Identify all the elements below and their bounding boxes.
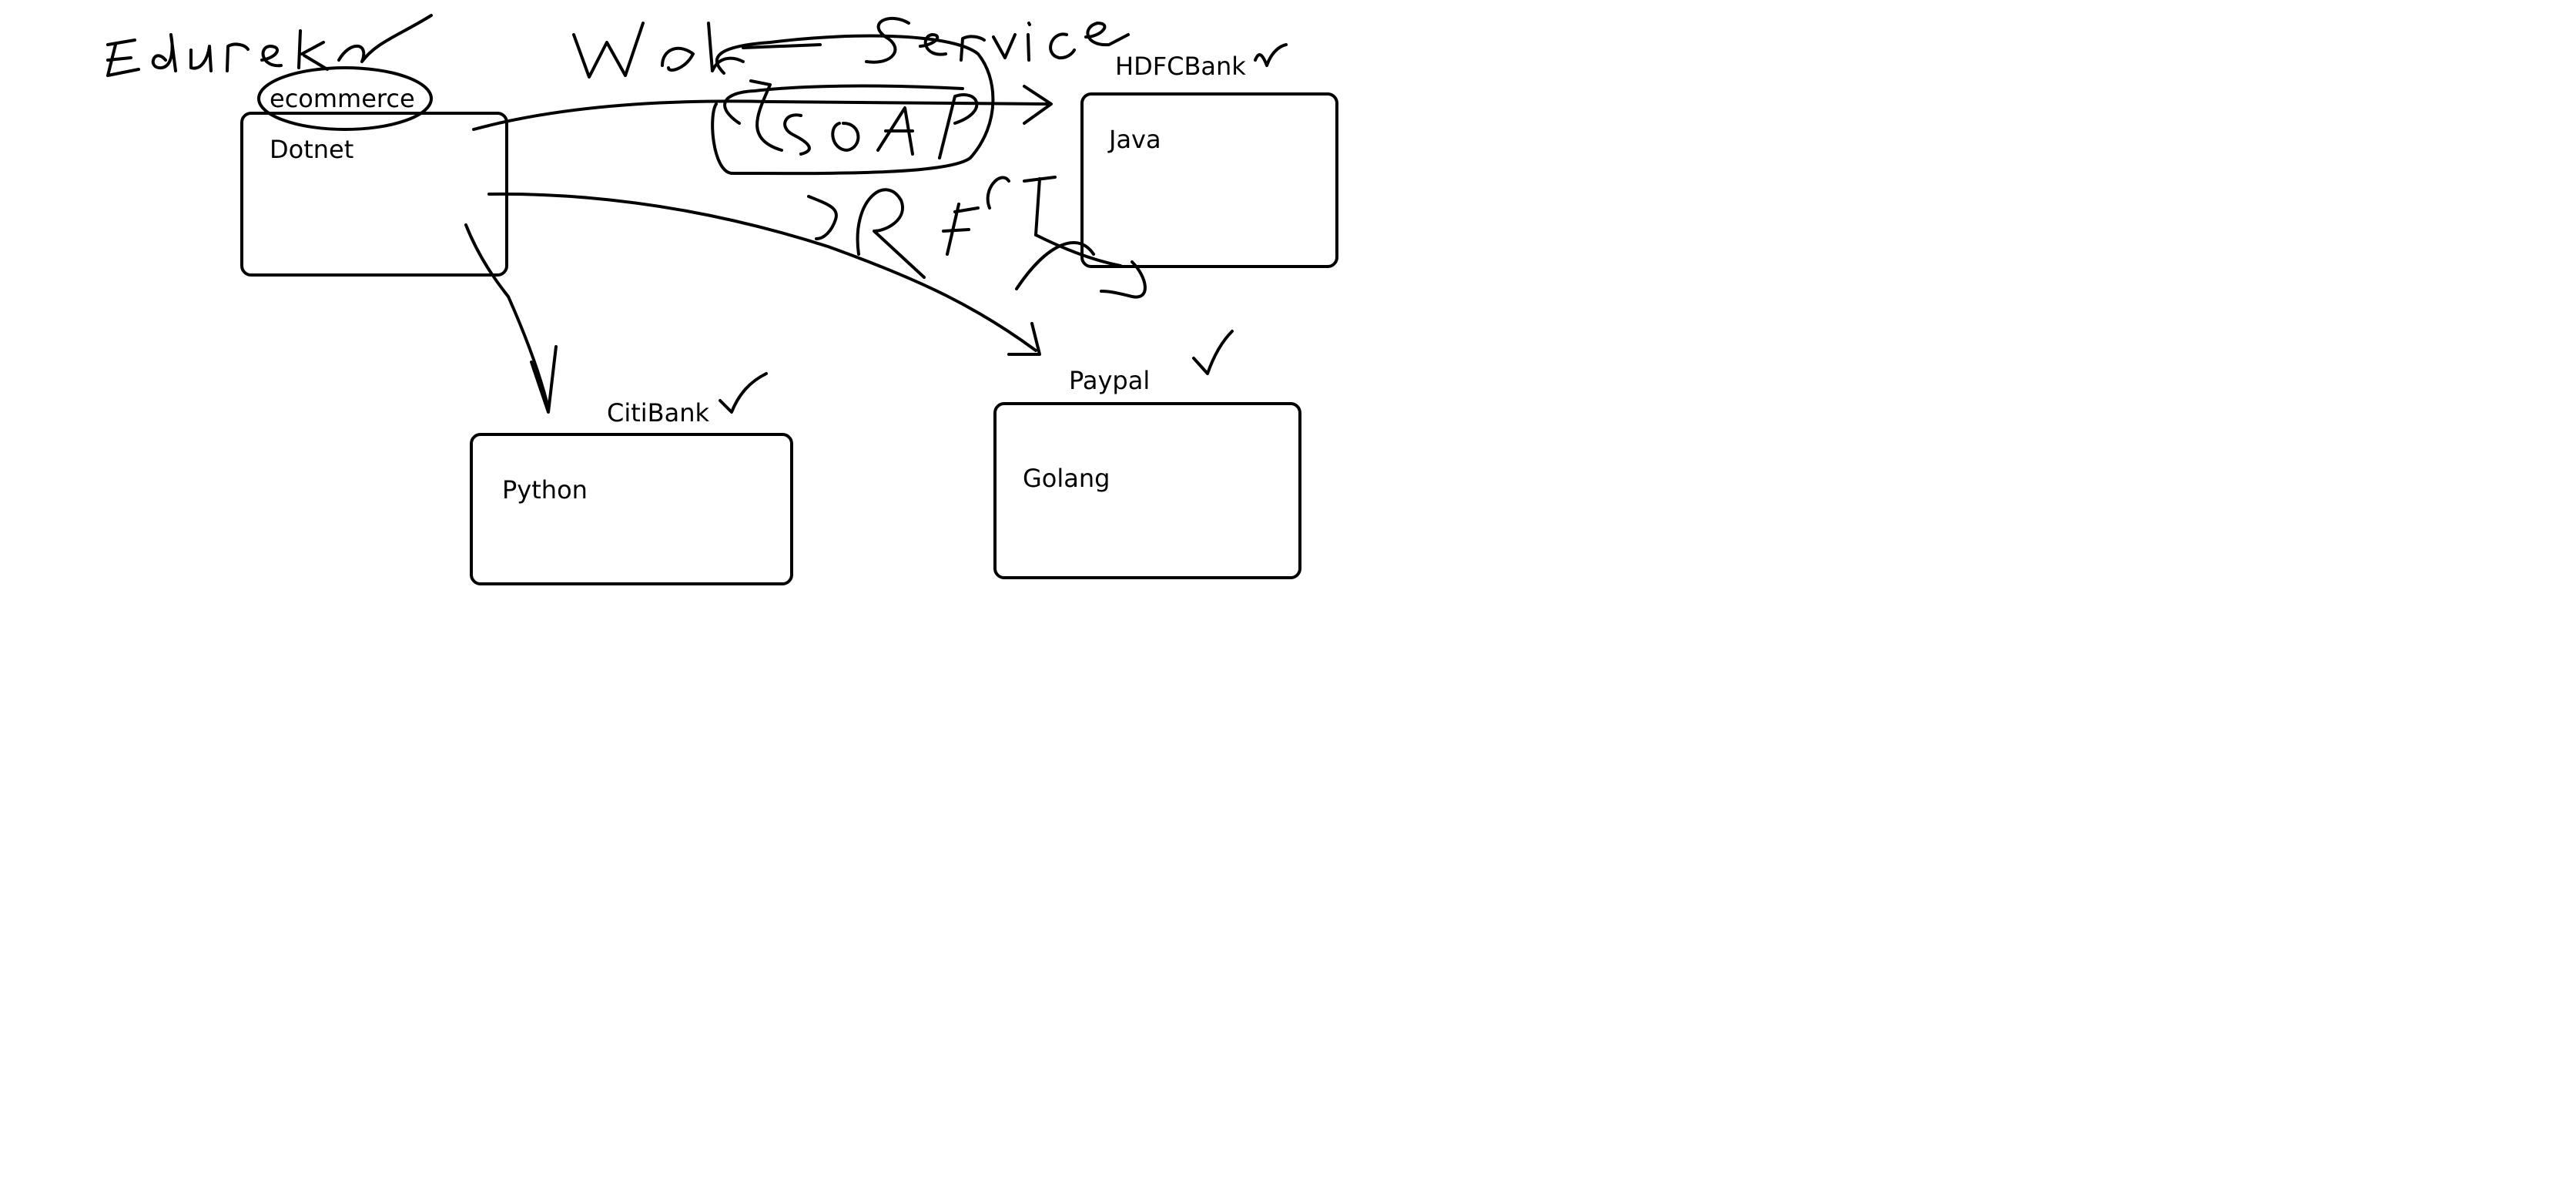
node-header-paypal: Paypal <box>1069 366 1151 395</box>
handwritten-rest <box>807 176 1057 279</box>
node-header-ecommerce: ecommerce <box>270 84 415 113</box>
node-body-python: Python <box>502 475 588 505</box>
check-mark-hdfcbank <box>1254 43 1288 67</box>
node-box-dotnet <box>240 112 508 277</box>
check-mark-citibank <box>719 372 768 414</box>
node-body-dotnet: Dotnet <box>270 135 354 164</box>
handwritten-web-service <box>572 16 1130 79</box>
node-box-golang <box>993 402 1301 579</box>
handwritten-edureka <box>106 14 433 77</box>
arrow-dotnet-to-paypal <box>487 192 1041 356</box>
node-box-python <box>470 433 793 585</box>
handwritten-soap <box>711 34 995 176</box>
node-body-java: Java <box>1109 125 1161 154</box>
ecommerce-circle <box>257 66 433 131</box>
node-header-hdfcbank: HDFCBank <box>1115 52 1246 81</box>
node-header-citibank: CitiBank <box>607 398 710 428</box>
node-body-golang: Golang <box>1023 464 1110 493</box>
strike-marks <box>1015 233 1147 299</box>
arrow-dotnet-to-citibank <box>464 223 558 414</box>
check-mark-paypal <box>1192 330 1234 375</box>
node-box-java <box>1080 92 1338 268</box>
arrow-dotnet-to-java <box>472 85 1053 131</box>
